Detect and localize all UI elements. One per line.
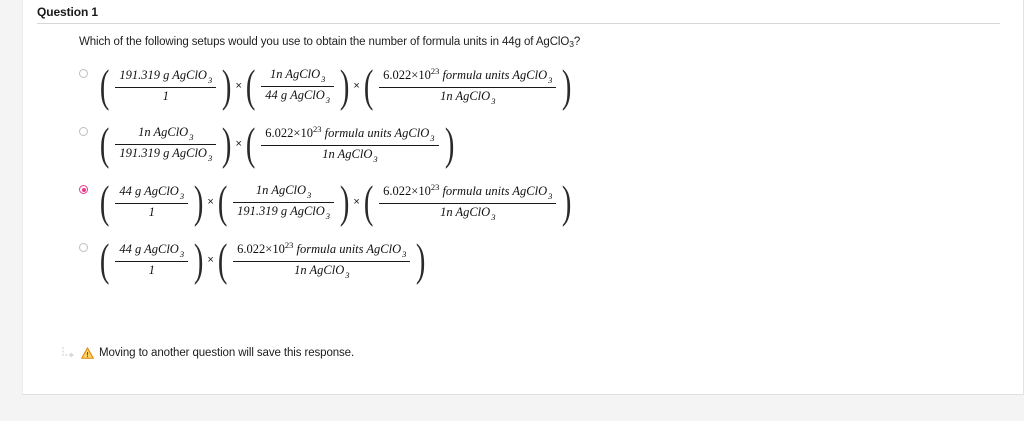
fraction-numerator: 6.022×1023 formula units AgClO3	[383, 65, 553, 85]
radio-option-b[interactable]	[79, 127, 88, 136]
fraction: 1n AgClO3 44 g AgClO3	[258, 67, 337, 105]
save-notice: Moving to another question will save thi…	[61, 346, 354, 360]
fraction-bar	[261, 85, 335, 87]
fraction: 1n AgClO3 191.319 g AgClO3	[112, 125, 219, 163]
fraction-denominator: 1	[148, 204, 155, 219]
fraction-denominator: 191.319 g AgClO3	[119, 145, 213, 163]
question-header: Question 1	[37, 5, 1002, 24]
fraction-bar	[261, 144, 439, 146]
fraction: 44 g AgClO3 1	[112, 242, 191, 278]
move-arrow-icon	[61, 346, 76, 360]
paren-open: (	[245, 117, 256, 169]
paren-close: )	[193, 233, 204, 285]
fraction: 6.022×1023 formula units AgClO3 1n AgClO3	[258, 124, 441, 164]
fraction-numerator: 6.022×1023 formula units AgClO3	[383, 181, 553, 201]
fraction-denominator: 1n AgClO3	[440, 204, 496, 222]
paren-open: (	[99, 117, 110, 169]
question-prompt-text: Which of the following setups would you …	[79, 36, 570, 48]
paren-open: (	[217, 233, 228, 285]
fraction-denominator: 44 g AgClO3	[265, 87, 331, 105]
fraction-bar	[115, 260, 189, 262]
paren-close: )	[339, 175, 350, 227]
fraction-numerator: 1n AgClO3	[138, 124, 194, 142]
paren-close: )	[562, 175, 572, 227]
warning-triangle-icon	[81, 347, 94, 359]
paren-open: (	[363, 175, 374, 227]
multiply-symbol: ×	[235, 80, 242, 92]
paren-open: (	[99, 175, 110, 227]
multiply-symbol: ×	[207, 254, 214, 266]
paren-close: )	[444, 117, 454, 169]
fraction-bar	[115, 202, 189, 204]
fraction: 191.319 g AgClO3 1	[112, 68, 219, 104]
fraction-numerator: 6.022×1023 formula units AgClO3	[237, 239, 407, 259]
header-divider	[37, 23, 1000, 24]
paren-close: )	[193, 175, 204, 227]
save-notice-text: Moving to another question will save thi…	[99, 347, 355, 359]
fraction-denominator: 1	[162, 88, 169, 103]
paren-open: (	[99, 59, 110, 111]
fraction-bar	[379, 202, 557, 204]
paren-close: )	[222, 59, 232, 111]
paren-close: )	[222, 117, 232, 169]
multiply-symbol: ×	[353, 80, 360, 92]
fraction-numerator: 191.319 g AgClO3	[119, 67, 213, 85]
paren-open: (	[99, 233, 110, 285]
paren-close: )	[562, 59, 572, 111]
fraction: 6.022×1023 formula units AgClO3 1n AgClO3	[376, 182, 559, 222]
fraction: 6.022×1023 formula units AgClO3 1n AgClO3	[230, 240, 413, 280]
radio-option-a[interactable]	[79, 69, 88, 78]
multiply-symbol: ×	[207, 196, 214, 208]
fraction-denominator: 1n AgClO3	[322, 146, 378, 164]
fraction: 44 g AgClO3 1	[112, 184, 191, 220]
fraction: 6.022×1023 formula units AgClO3 1n AgClO3	[376, 66, 559, 106]
paren-open: (	[217, 175, 228, 227]
paren-close: )	[416, 233, 426, 285]
question-prompt-subscript: 3	[569, 39, 574, 49]
multiply-symbol: ×	[353, 196, 360, 208]
paren-open: (	[245, 59, 256, 111]
fraction-numerator: 44 g AgClO3	[119, 183, 185, 201]
radio-option-d[interactable]	[79, 243, 88, 252]
fraction-denominator: 1n AgClO3	[294, 262, 350, 280]
question-title: Question 1	[37, 5, 99, 19]
fraction-bar	[379, 86, 557, 88]
fraction-denominator: 191.319 g AgClO3	[237, 203, 331, 221]
fraction-numerator: 1n AgClO3	[269, 66, 326, 84]
paren-close: )	[339, 59, 350, 111]
fraction-bar	[115, 143, 217, 145]
question-prompt-suffix: ?	[573, 36, 581, 48]
question-card: Question 1 Which of the following setups…	[22, 0, 1024, 395]
fraction-bar	[233, 260, 411, 262]
fraction-numerator: 6.022×1023 formula units AgClO3	[265, 123, 435, 143]
multiply-symbol: ×	[235, 138, 242, 150]
fraction-denominator: 1n AgClO3	[440, 88, 496, 106]
paren-open: (	[363, 59, 374, 111]
radio-option-c[interactable]	[79, 185, 88, 194]
fraction-denominator: 1	[148, 262, 155, 277]
question-prompt: Which of the following setups would you …	[79, 36, 580, 49]
fraction-bar	[115, 86, 217, 88]
fraction-numerator: 44 g AgClO3	[119, 241, 185, 259]
fraction-numerator: 1n AgClO3	[255, 182, 312, 200]
fraction-bar	[233, 201, 335, 203]
fraction: 1n AgClO3 191.319 g AgClO3	[230, 183, 337, 221]
